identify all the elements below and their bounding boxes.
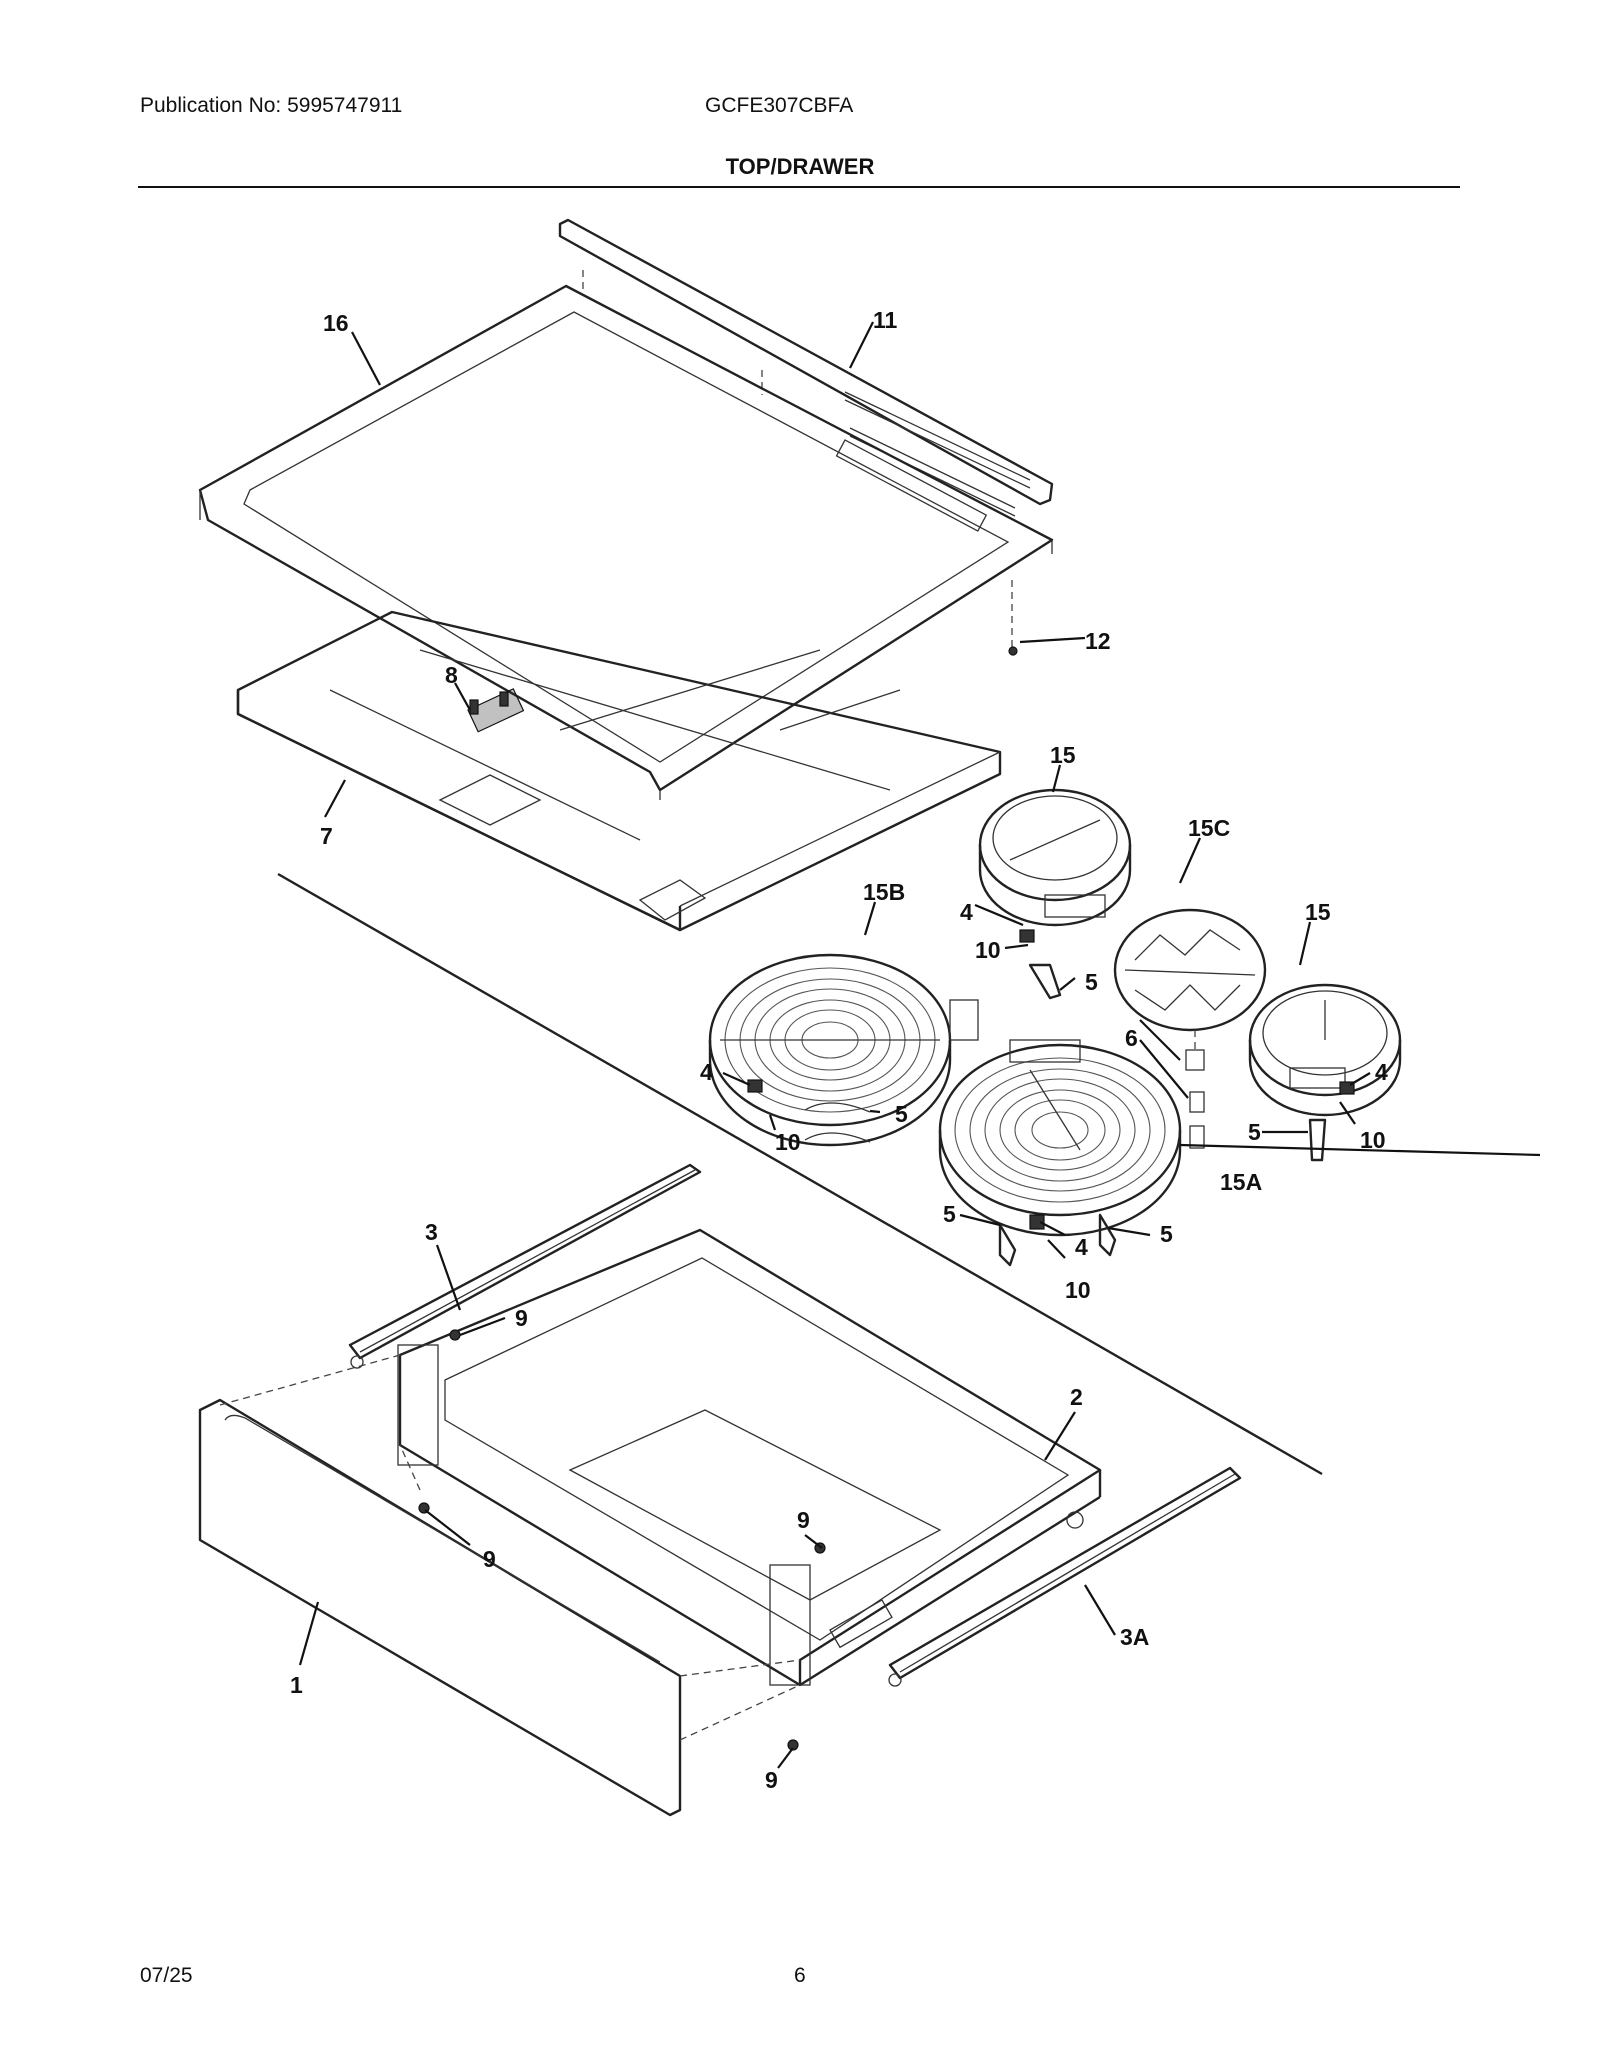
leader-lines xyxy=(298,321,1541,1769)
callout-2: 2 xyxy=(1070,1384,1083,1410)
callout-10-left: 10 xyxy=(775,1129,801,1155)
screws-part-9 xyxy=(418,1329,826,1751)
callout-15-top: 15 xyxy=(1050,742,1076,768)
callout-10-top: 10 xyxy=(975,937,1001,963)
callout-5-top: 5 xyxy=(1085,969,1098,995)
callout-11: 11 xyxy=(873,307,898,333)
part-15-small-element-right xyxy=(1248,983,1402,1117)
callout-8: 8 xyxy=(445,662,458,688)
callout-16: 16 xyxy=(323,310,349,336)
callout-15B: 15B xyxy=(863,879,905,905)
model-number: GCFE307CBFA xyxy=(705,94,854,117)
callout-10-right: 10 xyxy=(1360,1127,1386,1153)
callout-5-right: 5 xyxy=(1248,1119,1261,1145)
callout-4-right: 4 xyxy=(1375,1059,1388,1085)
part-11-rear-trim xyxy=(558,218,1054,517)
callout-10-bottom: 10 xyxy=(1065,1277,1091,1303)
part-3A-right-drawer-slide xyxy=(829,1466,1242,1687)
callout-9-mid-right: 9 xyxy=(797,1507,810,1533)
part-7-main-top-frame xyxy=(236,610,1002,932)
page-title: TOP/DRAWER xyxy=(725,154,875,179)
part-12-screw xyxy=(1008,646,1018,656)
footer-date: 07/25 xyxy=(140,1964,193,1987)
callout-9-bottom: 9 xyxy=(765,1767,778,1793)
callout-4-top: 4 xyxy=(960,899,973,925)
callout-5-left: 5 xyxy=(895,1101,908,1127)
part-1-drawer-front xyxy=(198,1354,801,1817)
part-16-cooktop-glass xyxy=(198,284,1054,800)
callout-5-bottom-left: 5 xyxy=(943,1201,956,1227)
part-15-small-element-top xyxy=(978,788,1132,927)
callout-3A: 3A xyxy=(1120,1624,1149,1650)
part-15C-radiant-element xyxy=(1113,908,1267,1071)
part-15A-large-element xyxy=(938,1039,1182,1237)
publication-number: Publication No: 5995747911 xyxy=(140,94,403,117)
callout-4-bottom: 4 xyxy=(1075,1234,1088,1260)
callout-6: 6 xyxy=(1125,1025,1138,1051)
part-3-left-drawer-slide xyxy=(348,1163,702,1369)
callout-1: 1 xyxy=(290,1672,303,1698)
callout-5-bottom-right: 5 xyxy=(1160,1221,1173,1247)
callout-labels: 16 11 12 8 7 15 15C 15B 15 4 10 5 6 4 10… xyxy=(290,307,1388,1793)
part-15B-large-element xyxy=(708,953,979,1147)
callout-7: 7 xyxy=(320,823,333,849)
header-divider xyxy=(138,186,1460,188)
callout-4-left: 4 xyxy=(700,1059,713,1085)
callout-15A: 15A xyxy=(1220,1169,1262,1195)
callout-3: 3 xyxy=(425,1219,438,1245)
separator-line xyxy=(277,872,1323,1476)
callout-12: 12 xyxy=(1085,628,1111,654)
callout-9-mid-left: 9 xyxy=(483,1546,496,1572)
callout-15C: 15C xyxy=(1188,815,1230,841)
callout-15-right: 15 xyxy=(1305,899,1331,925)
callout-9-upper: 9 xyxy=(515,1305,528,1331)
page-number: 6 xyxy=(794,1964,806,1987)
part-8-terminal-block xyxy=(467,688,525,733)
